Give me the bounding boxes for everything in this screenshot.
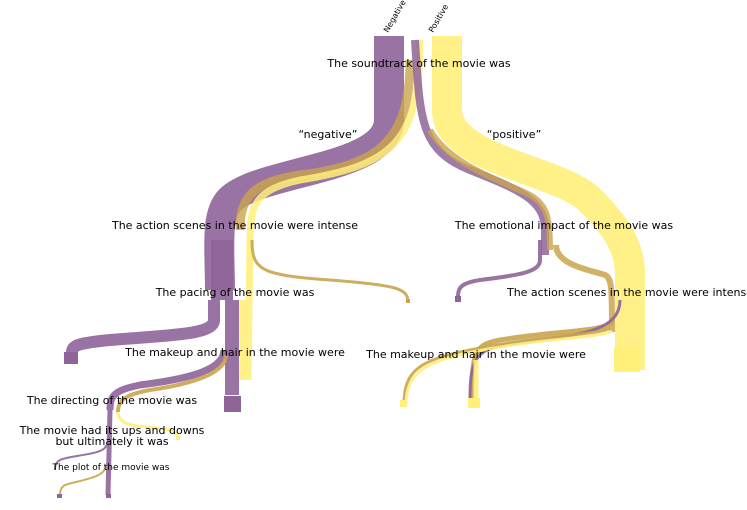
legend-positive-label: Positive — [427, 3, 450, 34]
leaf-pos-action-right — [614, 348, 640, 372]
legend-negative-label: Negative — [382, 0, 408, 34]
flow-ribbons — [54, 36, 645, 498]
ribbon-yellow-left — [244, 39, 424, 381]
node-neg-ups-downs-label-line2: but ultimately it was — [55, 435, 168, 448]
node-pos-action-label: The action scenes in the movie were inte… — [506, 286, 747, 299]
ribbon-neg-makeup-yellow — [116, 354, 228, 413]
node-neg-directing-label: The directing of the movie was — [26, 394, 198, 407]
ribbon-pos-emotional-left — [456, 240, 542, 297]
ribbon-mixed-left — [235, 59, 415, 231]
ribbon-pos-emotional-down — [553, 244, 615, 333]
ribbon-neg-action-side — [250, 239, 410, 303]
ribbon-positive-trunk — [432, 36, 645, 370]
node-pos-emotional-label: The emotional impact of the movie was — [454, 219, 674, 232]
leaf-neg-pacing-left — [64, 352, 78, 364]
ribbon-neg-plot-left — [59, 464, 107, 498]
ribbon-mixed-right — [427, 128, 553, 251]
leaf-blocks — [57, 296, 640, 498]
leaf-neg-ups-yellow — [176, 436, 180, 440]
node-labels: The soundtrack of the movie was “negativ… — [19, 57, 747, 473]
node-neg-makeup-label: The makeup and hair in the movie were — [124, 346, 345, 359]
leaf-pos-makeup-right — [468, 398, 480, 408]
ribbon-neg-ups-to-plot — [54, 444, 107, 471]
ribbon-purple-right — [411, 39, 549, 255]
ribbon-pos-makeup-left-yellow — [404, 329, 613, 406]
node-neg-action-label: The action scenes in the movie were inte… — [111, 219, 358, 232]
ribbon-neg-pacing-left — [66, 300, 220, 353]
ribbon-pos-makeup-left — [402, 326, 611, 405]
legend: Negative Positive — [382, 0, 450, 34]
leaf-neg-action-side — [406, 299, 410, 303]
leaf-neg-plot-right — [106, 494, 111, 498]
node-negative-branch-label: “negative” — [299, 128, 358, 141]
node-neg-pacing-label: The pacing of the movie was — [155, 286, 315, 299]
leaf-pos-makeup-left — [400, 400, 407, 407]
leaf-neg-plot-left — [57, 494, 62, 498]
node-pos-makeup-label: The makeup and hair in the movie were — [365, 348, 586, 361]
node-neg-plot-label: The plot of the movie was — [52, 463, 170, 473]
leaf-pos-emotional-left — [455, 296, 461, 302]
node-positive-branch-label: “positive” — [487, 128, 542, 141]
node-root-label: The soundtrack of the movie was — [326, 57, 510, 70]
leaf-neg-makeup — [224, 396, 241, 412]
ribbon-neg-makeup-to-directing — [106, 349, 228, 411]
ribbon-neg-directing-down — [105, 409, 113, 496]
node-neg-ups-downs-label-line1: The movie had its ups and downs — [19, 424, 205, 437]
